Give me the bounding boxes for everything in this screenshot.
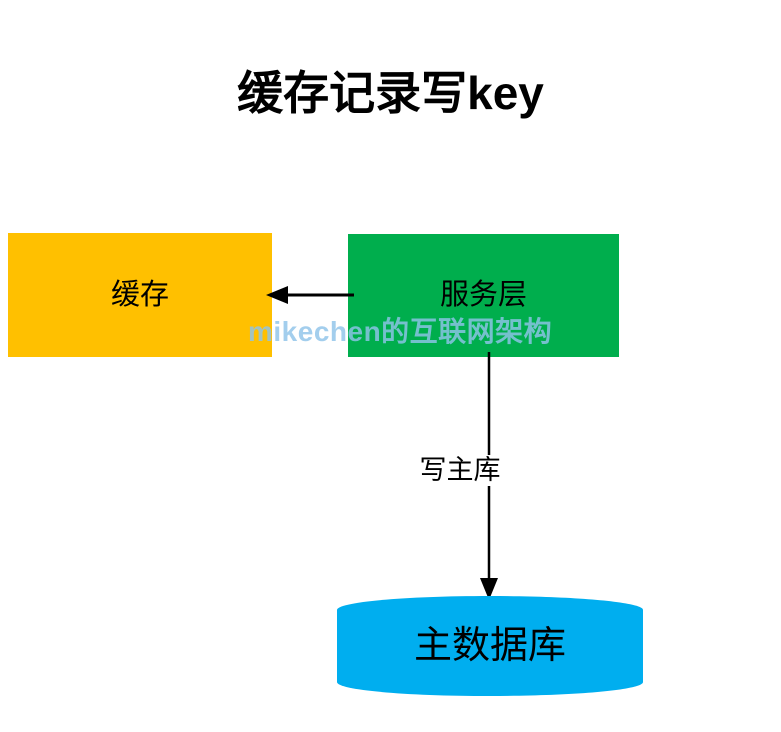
node-cache-label: 缓存 xyxy=(110,278,169,311)
node-master-database[interactable] xyxy=(337,596,643,696)
arrow-service-to-cache xyxy=(262,282,354,308)
edge-label-write-master: 写主库 xyxy=(395,455,525,487)
node-cache[interactable]: 缓存 xyxy=(8,233,272,357)
node-service-layer-label: 服务层 xyxy=(439,279,527,311)
node-master-database-label: 主数据库 xyxy=(413,625,566,667)
node-service-layer[interactable]: 服务层 xyxy=(348,234,619,357)
page-title: 缓存记录写key xyxy=(237,67,544,119)
